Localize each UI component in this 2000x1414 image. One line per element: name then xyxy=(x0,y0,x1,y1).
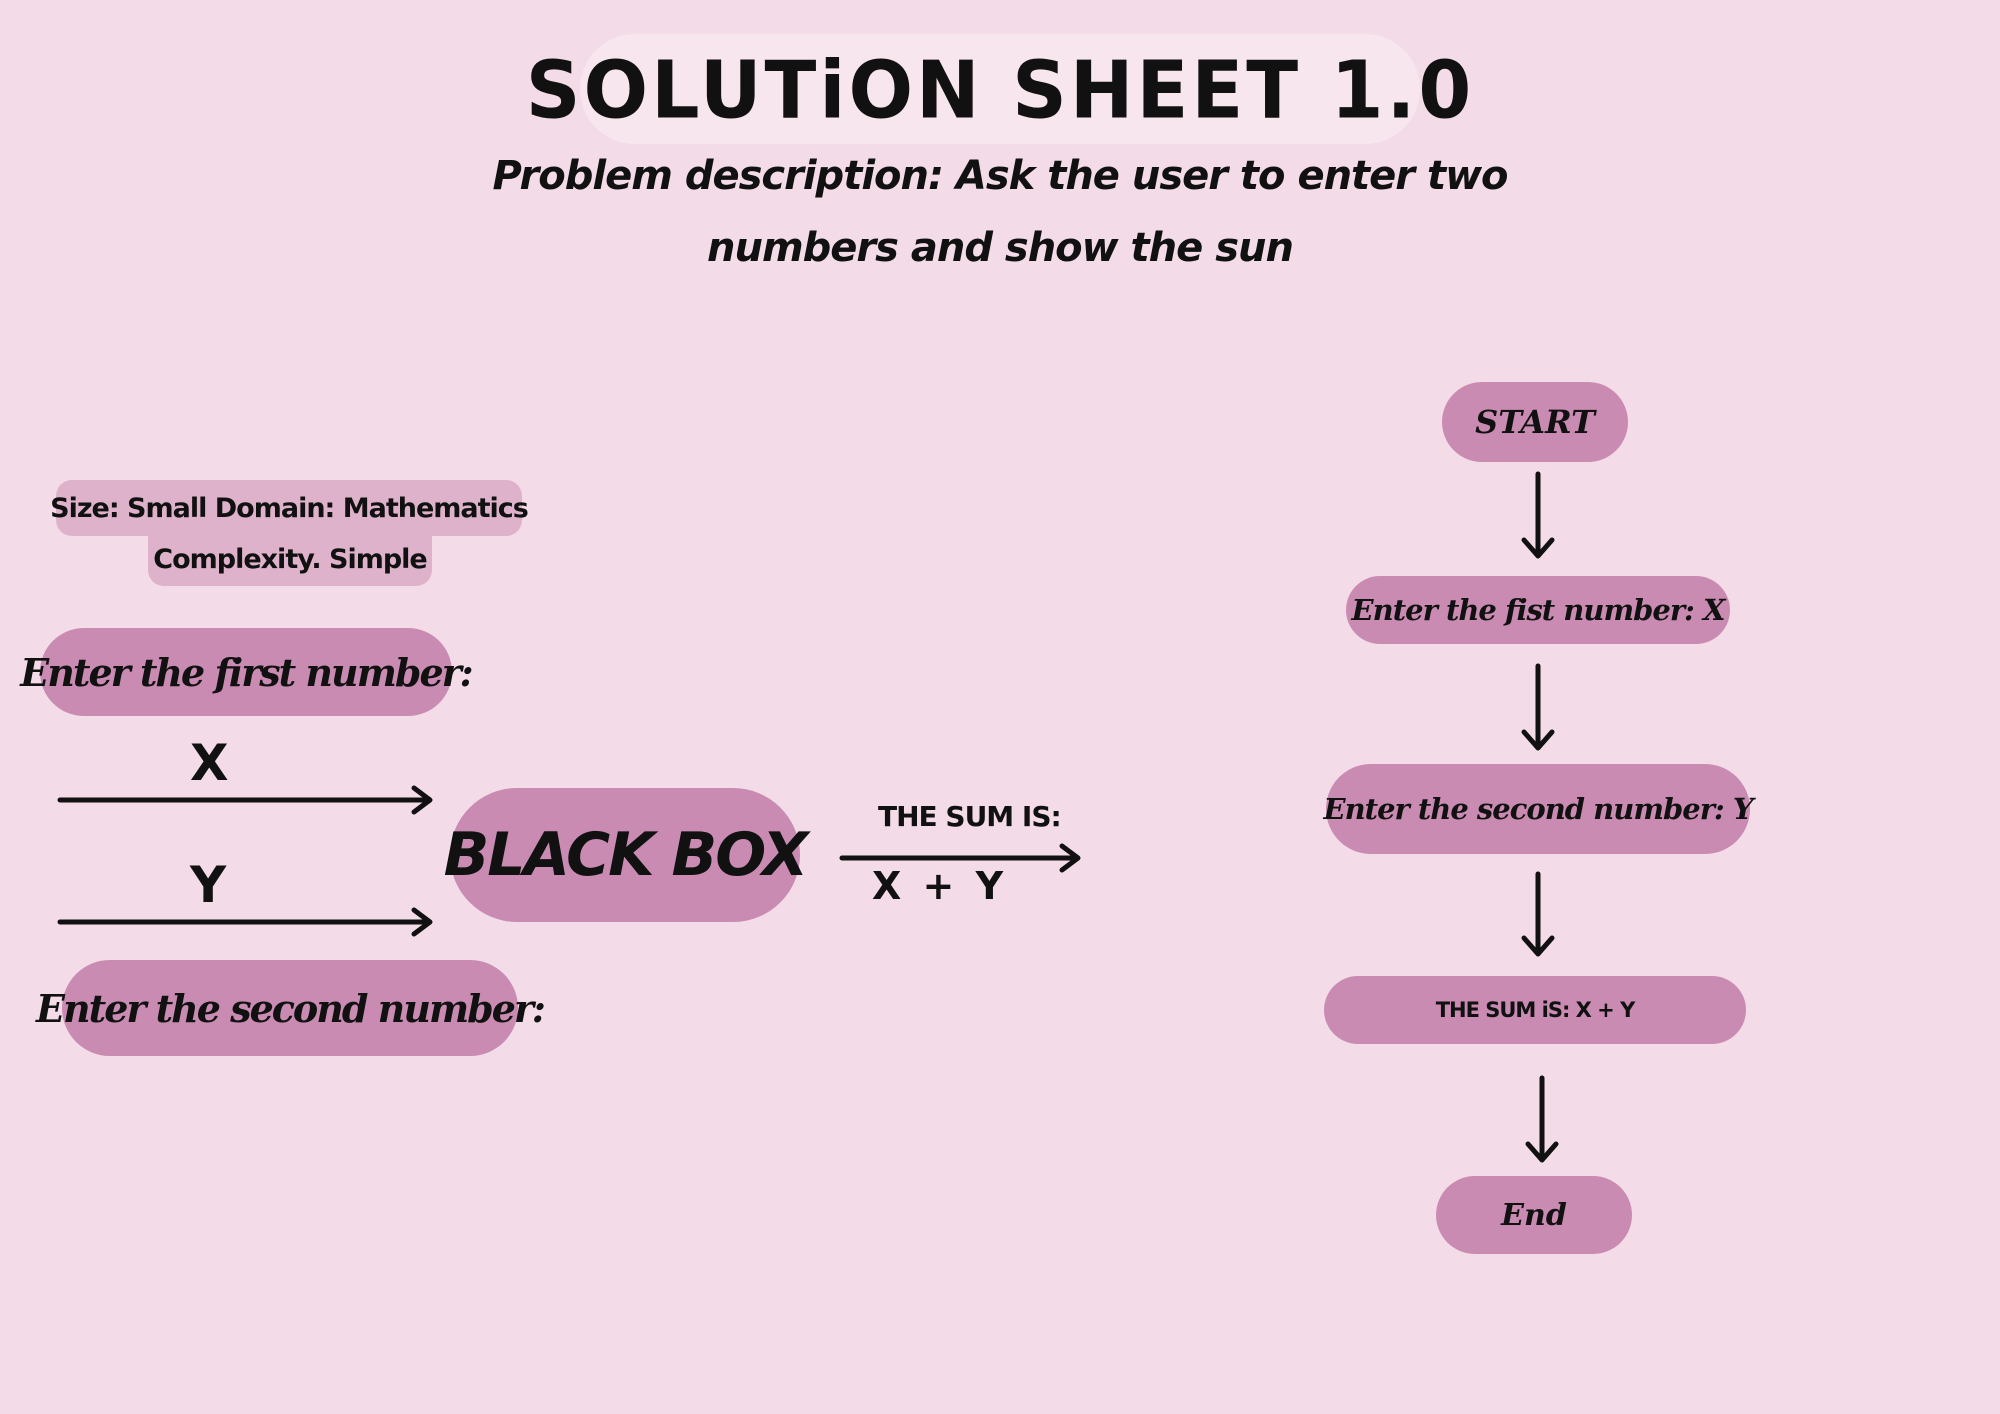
meta-complexity: Complexity. Simple xyxy=(148,532,432,586)
arrow-start-to-input-x xyxy=(1521,471,1555,559)
arrow-black-box-to-output xyxy=(839,843,1081,873)
arrow-input-y-to-output xyxy=(1521,871,1555,957)
input-second-number-pill: Enter the second number: xyxy=(36,960,546,1056)
flowchart-output-node: THE SUM iS: X + Y xyxy=(1324,976,1746,1044)
flowchart-start-node: START xyxy=(1442,382,1628,462)
flowchart-input-y-node: Enter the second number: Y xyxy=(1323,764,1754,854)
flowchart-end-node: End xyxy=(1436,1176,1632,1254)
arrow-input-x-to-input-y xyxy=(1521,663,1555,751)
title-banner: SOLUTiON SHEET 1.0 xyxy=(526,34,1471,144)
arrow-x-to-black-box xyxy=(57,785,433,815)
problem-description: Problem description: Ask the user to ent… xyxy=(492,153,1508,271)
meta-size-domain: Size: Small Domain: Mathematics xyxy=(50,480,529,536)
black-box-node: BLACK BOX xyxy=(444,788,808,922)
output-sum-expression: X + Y xyxy=(872,864,1004,908)
flowchart-input-x-node: Enter the fist number: X xyxy=(1346,576,1730,644)
input-first-number-pill: Enter the first number: xyxy=(20,628,474,716)
arrow-y-to-black-box xyxy=(57,907,433,937)
arrow-output-to-end xyxy=(1525,1075,1559,1163)
output-sum-label: THE SUM IS: xyxy=(878,800,1062,833)
page-title: SOLUTiON SHEET 1.0 xyxy=(525,42,1475,136)
variable-x-label: X xyxy=(190,734,229,792)
variable-y-label: Y xyxy=(190,856,227,914)
